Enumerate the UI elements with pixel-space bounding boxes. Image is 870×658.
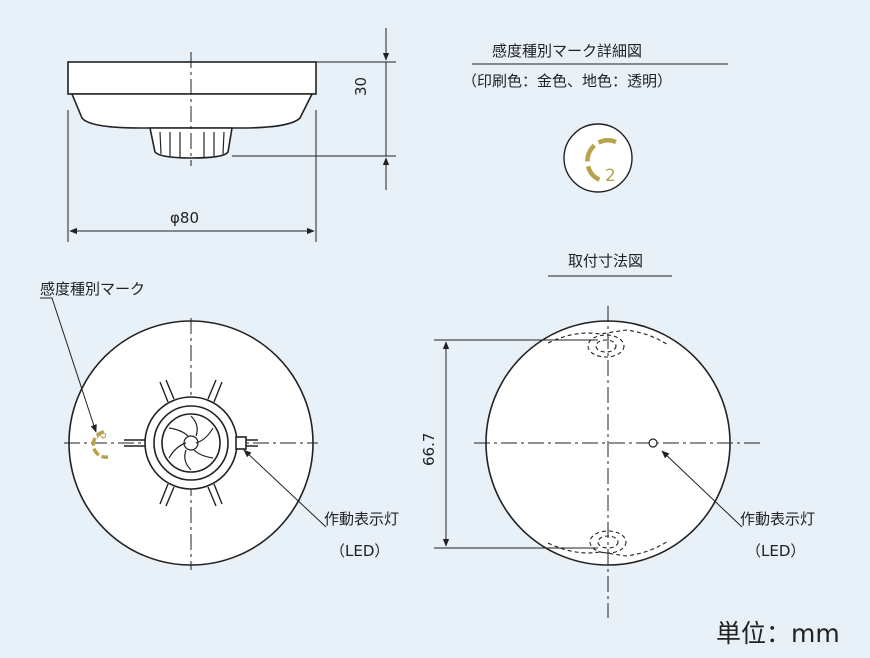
bottom-labyrinth: [168, 415, 214, 471]
unit-label: 単位：mm: [716, 619, 840, 648]
mounting-dim-label: 66.7: [420, 432, 438, 466]
mark-detail-title: 感度種別マーク詳細図: [492, 42, 643, 60]
mounting-title: 取付寸法図: [568, 252, 644, 270]
bottom-led-marker: [235, 436, 247, 450]
bottom-mark-digit: 2: [94, 432, 108, 440]
mark-detail-circle: [563, 123, 633, 193]
leader-led-mount: [661, 450, 743, 528]
mounting-led-label: 作動表示灯: [740, 510, 816, 528]
bottom-gold-mark: [91, 430, 109, 459]
bottom-view: [40, 297, 327, 570]
mount-keyhole-top: [547, 329, 669, 358]
mark-detail-subtitle: （印刷色：金色、地色：透明）: [462, 72, 673, 90]
leader-mark: [40, 297, 97, 433]
side-cage-slots: [159, 131, 225, 157]
bottom-led-sub: （LED）: [330, 542, 390, 560]
bottom-sensor-ring-inner: [161, 413, 221, 473]
mark-detail: [472, 63, 728, 193]
side-lower-body: [70, 93, 314, 129]
mounting-led-sub: （LED）: [746, 542, 806, 560]
bottom-sensor-ring-mid: [153, 405, 229, 481]
bottom-mark-label: 感度種別マーク: [40, 280, 146, 298]
mount-keyhole-bottom: [547, 530, 669, 557]
bottom-sensor-ring-outer: [144, 396, 238, 490]
side-top-plate: [67, 61, 317, 95]
mark-gold-arc: [585, 138, 617, 183]
mount-led-hole: [648, 438, 658, 448]
side-view: [67, 28, 396, 242]
mounting-view: [434, 275, 762, 618]
dim-height-label: 30: [352, 76, 370, 96]
leader-led-bottom: [243, 449, 327, 528]
dim-diameter-label: φ80: [170, 209, 199, 227]
bottom-led-label: 作動表示灯: [324, 510, 400, 528]
mark-detail-digit: 2: [605, 166, 616, 186]
